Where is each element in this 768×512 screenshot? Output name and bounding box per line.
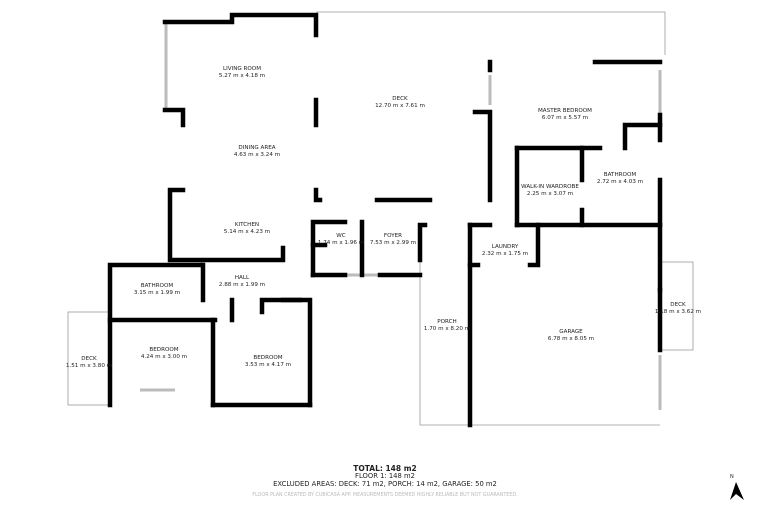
room-size: 1.51 m x 3.80 m [65,363,113,369]
room-size: 1.18 m x 3.62 m [654,309,702,315]
room-name: PORCH [437,319,457,325]
north-arrow-icon [730,482,744,500]
excluded-areas: EXCLUDED AREAS: DECK: 71 m2, PORCH: 14 m… [273,480,497,488]
room-size: 1.74 m x 1.96 m [317,240,365,246]
credit-note: FLOOR PLAN CREATED BY CUBICASA APP. MEAS… [252,493,518,498]
room-size: 7.53 m x 2.99 m [369,240,417,246]
room-name: BEDROOM [149,347,179,353]
room-name: BATHROOM [603,172,637,178]
room-size: 6.78 m x 8.05 m [547,336,595,342]
room-name: LIVING ROOM [222,66,262,72]
floor-area: FLOOR 1: 148 m2 [355,472,415,480]
room-name: HALL [234,275,250,281]
room-name: BEDROOM [253,355,283,361]
room-name: MASTER BEDROOM [537,108,593,114]
room-name: DINING AREA [238,145,276,151]
room-size: 2.72 m x 4.03 m [596,179,644,185]
room-name: BATHROOM [140,283,174,289]
room-size: 2.88 m x 1.99 m [218,282,266,288]
room-size: 2.25 m x 3.07 m [526,191,574,197]
room-name: KITCHEN [234,222,260,228]
room-size: 6.07 m x 5.57 m [541,115,589,121]
room-name: FOYER [383,233,403,239]
room-name: WALK-IN WARDROBE [521,184,579,190]
room-size: 3.53 m x 4.17 m [244,362,292,368]
room-size: 5.27 m x 4.18 m [218,73,266,79]
room-size: 4.24 m x 3.00 m [140,354,188,360]
outdoor-outlines [67,11,694,426]
windows [108,20,662,420]
total-area: TOTAL: 148 m2 [353,464,417,473]
compass: N [728,474,746,506]
room-size: 5.14 m x 4.23 m [223,229,271,235]
room-size: 3.15 m x 1.99 m [133,290,181,296]
room-size: 4.63 m x 3.24 m [233,152,281,158]
room-name: GARAGE [559,329,583,335]
walls [107,12,663,428]
room-size: 2.32 m x 1.75 m [481,251,529,257]
room-name: WC [336,233,346,239]
room-name: DECK [392,96,408,102]
room-size: 1.70 m x 8.20 m [423,326,471,332]
compass-label: N [730,474,734,480]
room-name: DECK [81,356,97,362]
room-size: 12.70 m x 7.61 m [375,103,425,109]
room-name: LAUNDRY [491,244,519,250]
room-name: DECK [670,302,686,308]
